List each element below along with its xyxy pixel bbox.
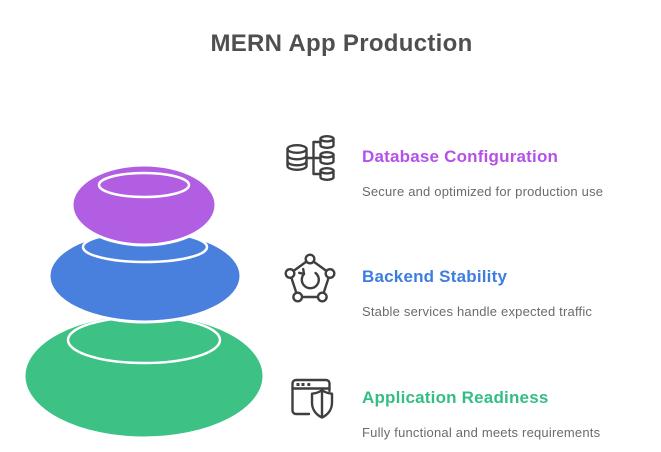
item-description-application-readiness: Fully functional and meets requirements [362,425,601,440]
item-description-database-configuration: Secure and optimized for production use [362,184,604,199]
item-label-database-configuration: Database Configuration [362,147,559,166]
page-title: MERN App Production [210,30,473,57]
item-description-backend-stability: Stable services handle expected traffic [362,304,593,319]
browser-shield-icon [286,371,338,423]
stone-top-rim [97,171,191,199]
service-network-refresh-icon [284,252,336,304]
item-label-backend-stability: Backend Stability [362,267,508,286]
stone-bottom [22,312,266,440]
item-label-application-readiness: Application Readiness [362,388,549,407]
database-cluster-icon [285,133,337,185]
stone-top [70,163,218,247]
